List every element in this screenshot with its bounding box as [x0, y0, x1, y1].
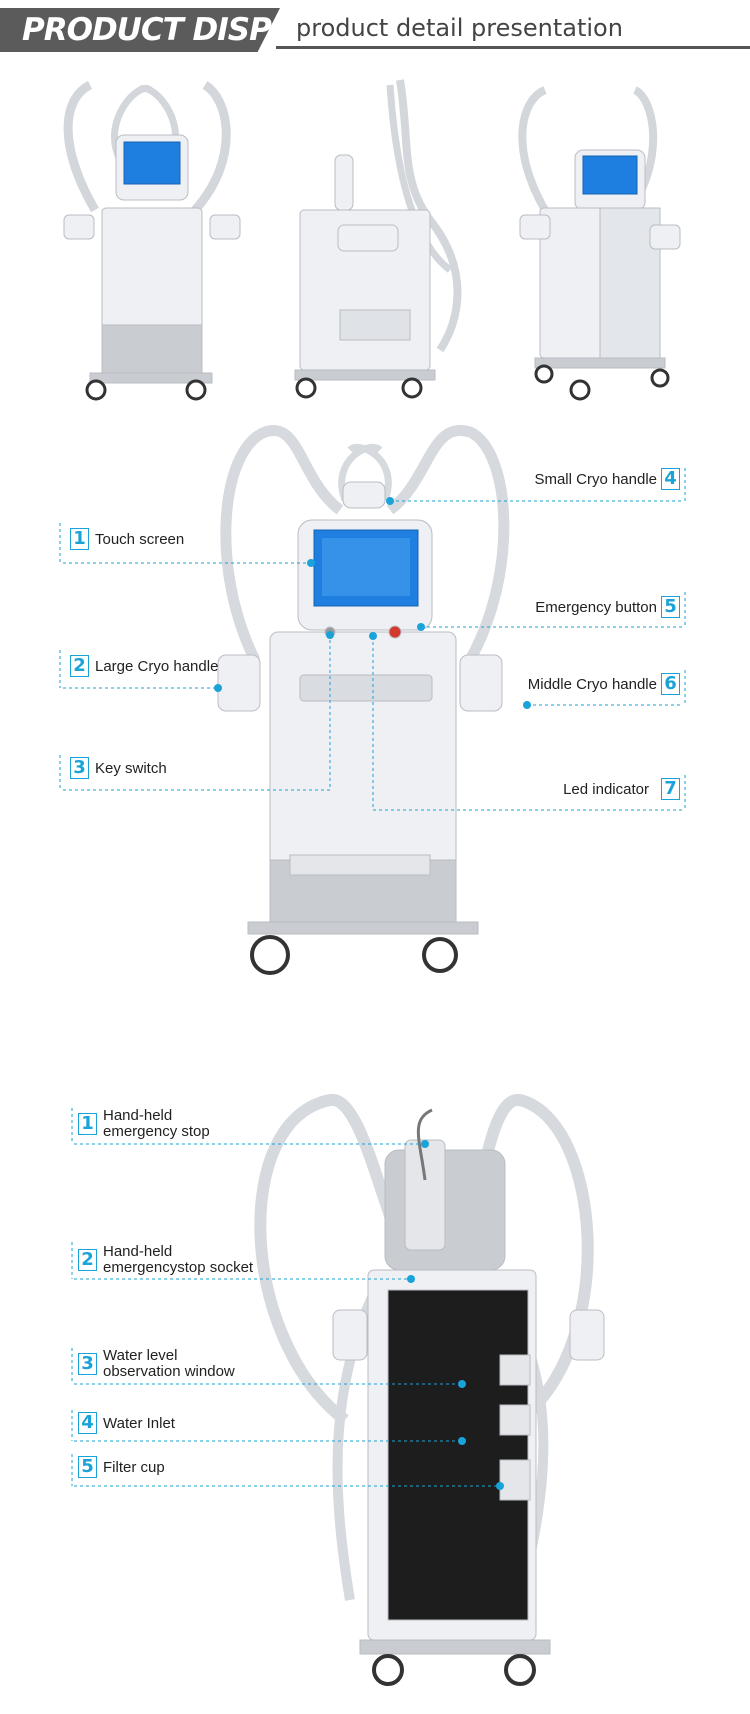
callout-label: Water level observation window	[103, 1348, 235, 1380]
section-header: PRODUCT DISPLAY product detail presentat…	[0, 0, 750, 60]
header-divider	[276, 46, 750, 49]
header-title: PRODUCT DISPLAY	[22, 12, 331, 48]
callout-label: Small Cryo handle	[534, 470, 657, 488]
header-banner	[0, 8, 280, 52]
callout-label: Touch screen	[95, 530, 185, 548]
callout-label: Middle Cryo handle	[527, 675, 657, 693]
callout-number: 1	[78, 1113, 97, 1135]
callout-label: Hand-held emergency stop	[103, 1108, 210, 1140]
callout-label: Hand-held emergencystop socket	[103, 1244, 253, 1276]
callout-label-line2: emergencystop socket	[103, 1259, 254, 1276]
callout-number: 4	[661, 468, 680, 490]
machine-angle-view	[518, 86, 681, 401]
callout-label-line2: observation window	[103, 1363, 235, 1380]
callout-led-indicator: Led indicator 7	[563, 778, 680, 800]
callout-number: 3	[70, 757, 89, 779]
front-machine-illustration	[59, 424, 686, 975]
callout-filter-cup: 5 Filter cup	[78, 1456, 165, 1478]
callout-label: Filter cup	[103, 1458, 165, 1476]
back-callout-section: 1 Hand-held emergency stop 2 Hand-held e…	[0, 1080, 750, 1714]
back-leader-dots	[407, 1140, 504, 1490]
callout-number: 6	[661, 673, 680, 695]
callout-number: 7	[661, 778, 680, 800]
callout-number: 5	[78, 1456, 97, 1478]
front-leader-lines	[59, 468, 686, 811]
callout-number: 3	[78, 1353, 97, 1375]
callout-number: 2	[78, 1249, 97, 1271]
front-callout-section: 1 Touch screen 2 Large Cryo handle 3 Key…	[0, 420, 750, 1020]
callout-label: Led indicator	[563, 780, 649, 798]
callout-label: Water Inlet	[103, 1414, 175, 1432]
callout-number: 1	[70, 528, 89, 550]
callout-number: 4	[78, 1412, 97, 1434]
callout-label: Large Cryo handle	[95, 657, 219, 675]
machine-views-illustration	[63, 79, 681, 401]
callout-label-line1: Hand-held	[103, 1107, 173, 1124]
top-views	[0, 60, 750, 420]
callout-water-inlet: 4 Water Inlet	[78, 1412, 175, 1434]
machine-front-view	[63, 80, 241, 401]
callout-hand-held-emergencystop-socket: 2 Hand-held emergencystop socket	[78, 1244, 253, 1276]
callout-water-level-window: 3 Water level observation window	[78, 1348, 235, 1380]
callout-number: 5	[661, 596, 680, 618]
header-subtitle: product detail presentation	[296, 14, 623, 42]
callout-label-line1: Hand-held	[103, 1243, 173, 1260]
callout-key-switch: 3 Key switch	[70, 757, 167, 779]
front-leader-dots	[214, 497, 531, 709]
callout-label-line2: emergency stop	[103, 1123, 210, 1140]
callout-hand-held-emergency-stop: 1 Hand-held emergency stop	[78, 1108, 210, 1140]
callout-label-line1: Water level	[103, 1347, 178, 1364]
back-machine-illustration	[71, 1094, 605, 1686]
machine-side-view	[294, 79, 462, 399]
callout-label: Key switch	[95, 759, 167, 777]
callout-touch-screen: 1 Touch screen	[70, 528, 184, 550]
callout-emergency-button: Emergency button 5	[535, 596, 680, 618]
callout-small-cryo-handle: Small Cryo handle 4	[534, 468, 680, 490]
callout-middle-cryo-handle: Middle Cryo handle 6	[528, 673, 680, 695]
callout-large-cryo-handle: 2 Large Cryo handle	[70, 655, 218, 677]
callout-label: Emergency button	[535, 598, 657, 616]
callout-number: 2	[70, 655, 89, 677]
back-leader-lines	[71, 1108, 500, 1487]
